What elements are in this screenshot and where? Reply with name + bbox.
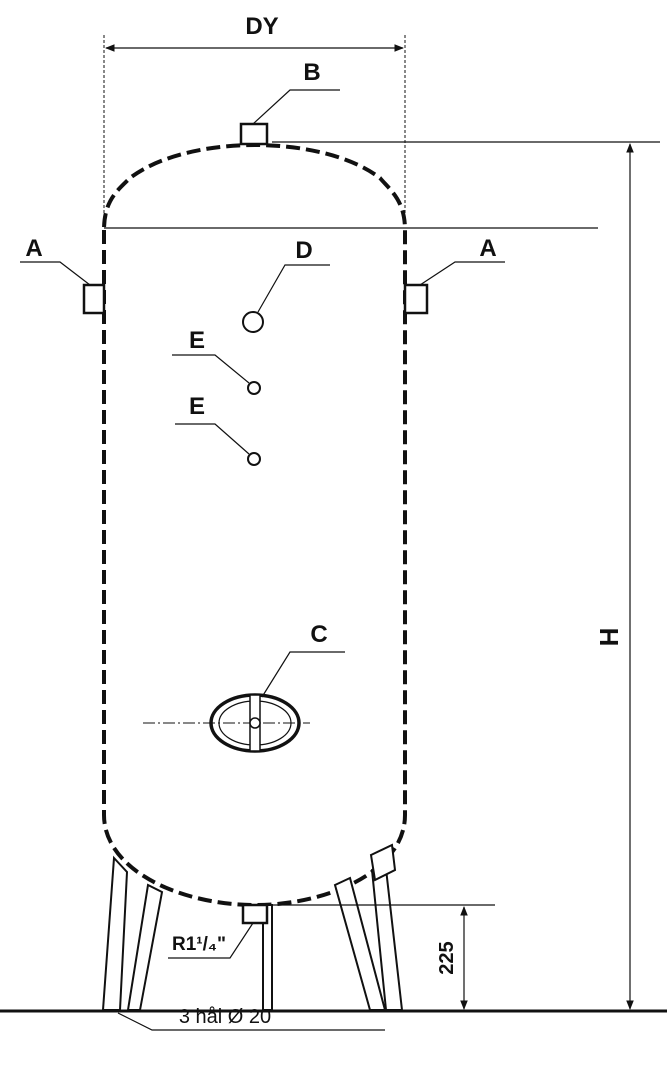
- e2-label: E: [189, 393, 205, 420]
- holes-note: 3 hål Ø 20: [117, 1006, 385, 1031]
- connection-a-left: A: [20, 235, 106, 315]
- d-label: D: [295, 237, 312, 264]
- dimension-h: H: [594, 143, 634, 1010]
- dim-225-label: 225: [436, 941, 458, 974]
- a-left-label: A: [25, 235, 42, 262]
- bottom-outlet: R1¹/₄": [168, 903, 269, 959]
- connection-e-1: E: [172, 327, 261, 395]
- c-label: C: [310, 621, 327, 648]
- connection-a-right: A: [403, 235, 505, 315]
- holes-label: 3 hål Ø 20: [179, 1006, 271, 1028]
- thread-label: R1¹/₄": [172, 934, 226, 955]
- connection-b: B: [239, 59, 340, 146]
- connection-d: D: [242, 237, 330, 333]
- tank-legs: [101, 843, 404, 1011]
- connection-e-2: E: [175, 393, 261, 466]
- dimension-dy: DY: [103, 13, 406, 215]
- dy-label: DY: [245, 13, 278, 40]
- a-right-label: A: [479, 235, 496, 262]
- dimension-225: 225: [272, 904, 495, 1010]
- manhole-c: C: [143, 621, 345, 753]
- h-label: H: [594, 628, 624, 647]
- e1-label: E: [189, 327, 205, 354]
- tank-body: [102, 142, 407, 908]
- b-label: B: [303, 59, 320, 86]
